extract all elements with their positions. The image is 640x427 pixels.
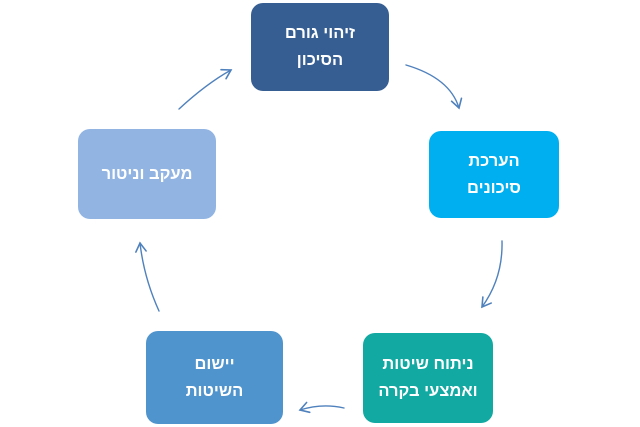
node-label-line: השיטות xyxy=(185,381,244,400)
arrow-bottom-left-to-left xyxy=(135,241,160,312)
node-implementation-of-methods: יישום השיטות xyxy=(146,331,283,424)
arrow-bottom-right-to-bottom-left xyxy=(298,401,345,414)
node-risk-assessment: הערכת סיכונים xyxy=(429,131,559,218)
node-label-line: ניתוח שיטות xyxy=(382,355,474,373)
arrow-right-to-bottom-right xyxy=(481,240,503,309)
node-label-line: הסיכון xyxy=(296,51,344,69)
node-label-line: זיהוי גורם xyxy=(284,24,356,42)
node-identify-risk-factor: זיהוי גורם הסיכון xyxy=(251,3,389,91)
arrow-top-to-right xyxy=(405,64,463,110)
node-tracking-and-monitoring: מעקב וניטור xyxy=(78,129,216,219)
node-label-line: סיכונים xyxy=(467,178,521,197)
node-label-line: יישום xyxy=(194,354,235,373)
node-label-line: הערכת xyxy=(468,151,520,170)
node-label-line: ואמצעי בקרה xyxy=(378,382,478,400)
node-analysis-of-methods-and-controls: ניתוח שיטות ואמצעי בקרה xyxy=(363,333,493,423)
node-label-line: מעקב וניטור xyxy=(101,164,193,183)
arrow-left-to-top xyxy=(178,68,233,110)
